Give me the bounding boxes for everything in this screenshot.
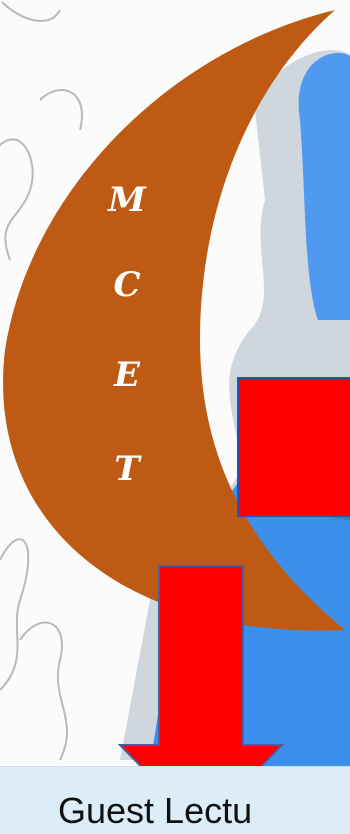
caption-text: Guest Lectu bbox=[58, 790, 253, 831]
red-box bbox=[237, 377, 350, 517]
crescent-letter-e: E bbox=[114, 355, 140, 395]
caption-bar bbox=[0, 766, 350, 834]
crescent-letter-t: T bbox=[114, 449, 140, 489]
crescent-shape bbox=[3, 10, 346, 631]
crescent-letter-m: M bbox=[108, 180, 146, 220]
crescent-letter-c: C bbox=[113, 265, 141, 305]
background-contour-lines bbox=[0, 1, 83, 761]
